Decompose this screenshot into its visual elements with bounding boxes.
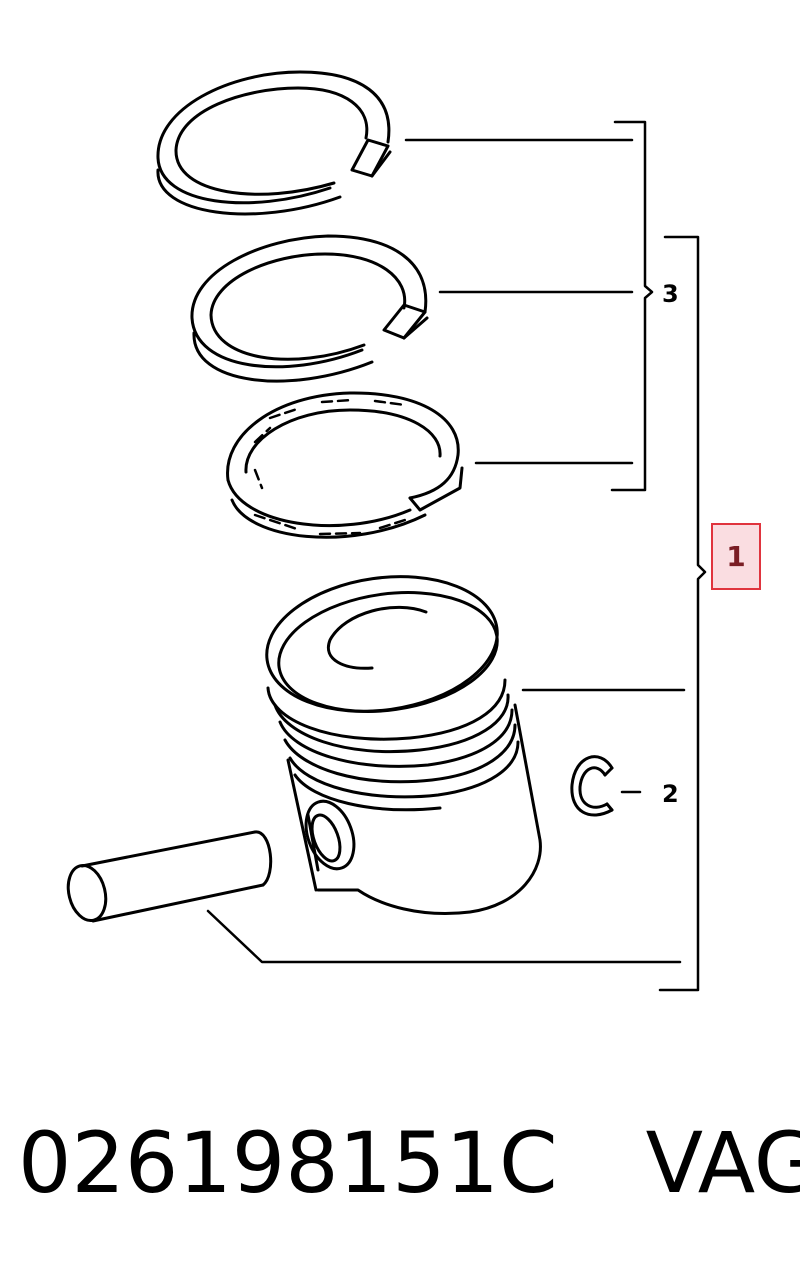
leader-lines	[206, 138, 686, 964]
callout-3: 3	[662, 280, 679, 308]
part-caption: 026198151C VAG	[18, 1108, 800, 1218]
piston-ring-top	[156, 70, 392, 216]
piston-pin	[66, 830, 273, 923]
callout-1-highlight[interactable]: 1	[711, 523, 761, 590]
callout-1: 1	[726, 540, 746, 573]
callout-2: 2	[662, 780, 679, 808]
circlip	[570, 755, 614, 817]
bracket-piston-assembly	[658, 235, 707, 992]
piston-ring-oil	[226, 391, 464, 539]
bracket-piston-rings	[610, 120, 654, 492]
part-number: 026198151C	[18, 1114, 558, 1212]
brand-name: VAG	[645, 1114, 800, 1212]
piston	[265, 575, 542, 915]
piston-ring-second	[190, 234, 429, 383]
parts-diagram: 3 2	[66, 70, 707, 992]
